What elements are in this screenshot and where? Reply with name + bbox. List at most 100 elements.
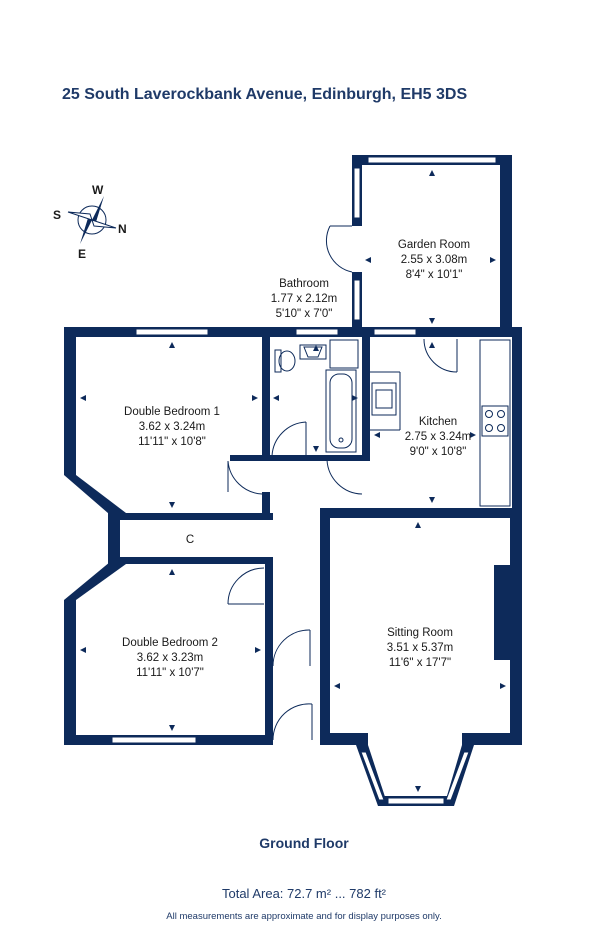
compass-e: E [78,247,86,261]
compass-ring [77,205,107,235]
compass: W S N E [53,183,127,261]
toilet-cistern [274,349,282,373]
wall [108,513,273,520]
wall [230,455,270,461]
dim-arrow [365,257,371,263]
dim-arrow [169,502,175,508]
dim-arrow [169,342,175,348]
compass-s: S [53,208,61,222]
window [360,751,385,801]
door-swing [423,338,458,373]
bath-drain [338,437,344,443]
bathroom-imperial: 5'10" x 7'0" [276,308,333,320]
cupboard-name: C [186,534,194,546]
doors [227,225,458,741]
wall [262,337,270,455]
bedroom2-name: Double Bedroom 2 [122,637,218,649]
door-swing [271,421,307,457]
dim-arrow [252,395,258,401]
dim-arrow [169,569,175,575]
dimension-arrows [80,170,506,792]
hob-ring [485,410,493,418]
window [111,736,197,744]
walls [64,155,522,806]
dim-arrow [429,318,435,324]
wall [510,508,522,745]
dim-arrow [500,683,506,689]
wall [64,600,76,745]
dim-arrow [415,522,421,528]
bedroom1-metric: 3.62 x 3.24m [139,421,205,433]
compass-needle [80,218,92,244]
basin-bowl [303,346,323,358]
window [295,328,339,336]
wall [494,565,510,660]
fixtures [274,339,511,507]
door-swing [272,703,313,741]
worktop-right [479,339,511,507]
compass-needle [91,219,117,229]
wall [270,455,362,461]
dim-arrow [415,786,421,792]
wall [265,564,273,745]
disclaimer: All measurements are approximate and for… [166,911,442,922]
compass-needle [92,196,104,222]
kitchen-sink [371,382,397,416]
sitting-room-name: Sitting Room [387,627,453,639]
wall [108,513,120,564]
garden-room-name: Garden Room [398,239,470,251]
dim-arrow [313,345,319,351]
window [387,797,445,805]
dim-arrow [490,257,496,263]
total-area: Total Area: 72.7 m² ... 782 ft² [221,886,387,901]
room-labels: Garden Room 2.55 x 3.08m 8'4" x 10'1" Ba… [122,239,471,679]
window [445,751,470,801]
dim-arrow [429,497,435,503]
bathroom-name: Bathroom [279,278,329,290]
dim-arrow [374,432,380,438]
bathroom-metric: 1.77 x 2.12m [271,293,337,305]
kitchen-name: Kitchen [419,416,457,428]
vanity [329,339,359,369]
bath-inner [329,373,353,449]
bedroom2-metric: 3.62 x 3.23m [137,652,203,664]
bedroom2-imperial: 11'11" x 10'7" [136,667,204,679]
kitchen-sink-bowl [375,389,393,409]
dim-arrow [80,395,86,401]
wall [362,337,370,461]
floor-label: Ground Floor [259,835,349,851]
dim-arrow [313,446,319,452]
garden-room-metric: 2.55 x 3.08m [401,254,467,266]
wall [64,475,126,520]
wall [500,155,512,328]
toilet-bowl [278,350,296,372]
wall [320,508,522,518]
dim-arrow [273,395,279,401]
wall [320,733,368,745]
hob-ring [485,424,493,432]
dim-arrow [429,170,435,176]
door-swing [227,567,265,605]
wall [320,513,330,733]
dim-arrow [169,725,175,731]
garden-room-imperial: 8'4" x 10'1" [406,269,463,281]
basin [299,344,327,360]
window [367,156,497,164]
hob-ring [497,424,505,432]
hob [481,405,509,437]
dim-arrow [334,683,340,689]
dim-arrow [352,395,358,401]
wall [512,327,522,517]
wall [362,455,370,461]
address-title: 25 South Laverockbank Avenue, Edinburgh,… [62,86,468,103]
bedroom1-imperial: 11'11" x 10'8" [138,436,206,448]
wall [64,557,126,600]
wall [262,492,270,520]
door-swing [326,459,363,495]
kitchen-imperial: 9'0" x 10'8" [410,446,467,458]
dim-arrow [470,432,476,438]
compass-n: N [118,222,127,236]
bath [325,369,357,453]
hob-ring [497,410,505,418]
